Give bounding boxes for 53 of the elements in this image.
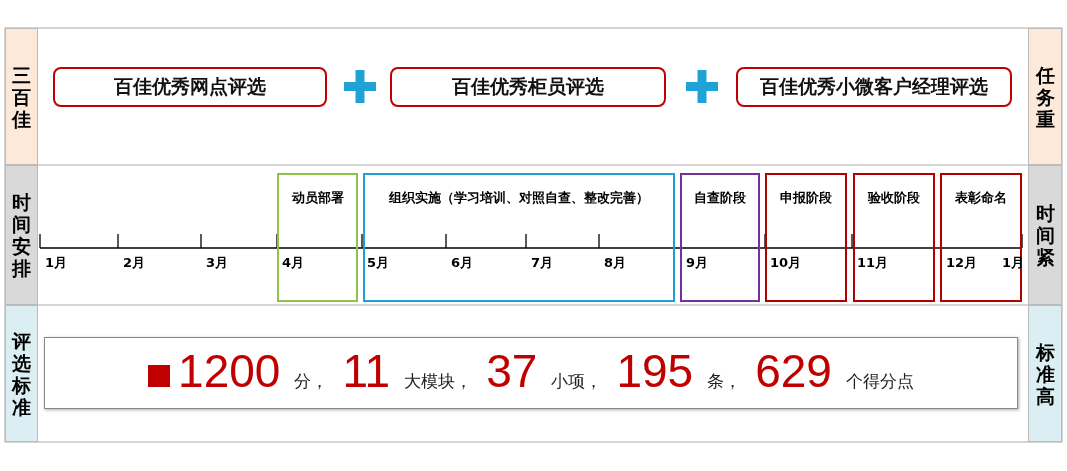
- metric-number: 11: [342, 344, 391, 398]
- row-header: [5, 28, 38, 165]
- row-header: [1028, 305, 1062, 442]
- month-label: 12月: [946, 254, 978, 272]
- header-text: 标准高: [1035, 340, 1055, 407]
- metric-number: 1200: [178, 344, 281, 398]
- metric-number: 629: [755, 344, 832, 398]
- phase-title: 验收阶段: [868, 189, 920, 207]
- metric-unit: 个得分点: [845, 370, 914, 393]
- header-text: 评选标准: [12, 329, 31, 418]
- month-label: 8月: [604, 254, 627, 272]
- award-box: [736, 67, 1012, 107]
- row-header: [1028, 165, 1062, 305]
- row-header: [1028, 28, 1062, 165]
- award-title: 百佳优秀网点评选: [114, 74, 266, 99]
- metric-number: 37: [486, 344, 538, 398]
- phase-box: [680, 173, 760, 302]
- month-label: 7月: [531, 254, 554, 272]
- header-text: 时间紧: [1035, 202, 1055, 268]
- metric-unit: 大模块，: [404, 370, 473, 393]
- phase-box: [853, 173, 935, 302]
- month-label: 6月: [451, 254, 474, 272]
- award-box: [53, 67, 327, 107]
- award-title: 百佳优秀小微客户经理评选: [760, 74, 988, 99]
- header-text: 三百佳: [12, 63, 31, 130]
- phase-title: 自查阶段: [694, 189, 746, 207]
- phase-title: 组织实施（学习培训、对照自查、整改完善）: [389, 189, 649, 207]
- month-label: 10月: [770, 254, 802, 272]
- phase-title: 申报阶段: [780, 189, 832, 207]
- month-label: 11月: [857, 254, 889, 272]
- row-header: [5, 165, 38, 305]
- month-label: 5月: [367, 254, 390, 272]
- metric-unit: 小项，: [551, 370, 603, 393]
- phase-title: 表彰命名: [955, 189, 1007, 207]
- award-box: [390, 67, 666, 107]
- month-label: 9月: [686, 254, 709, 272]
- month-label: 1月: [45, 254, 68, 272]
- row-header: [5, 305, 38, 442]
- month-label: 3月: [206, 254, 229, 272]
- criteria-panel: [44, 337, 1018, 409]
- phase-title: 动员部署: [291, 189, 344, 207]
- phase-box: [363, 173, 675, 302]
- month-label: 2月: [123, 254, 146, 272]
- month-label: 4月: [282, 254, 305, 272]
- header-text: 时间安排: [12, 191, 31, 279]
- metric-unit: 分，: [294, 370, 329, 393]
- award-title: 百佳优秀柜员评选: [452, 74, 604, 99]
- phase-box: [940, 173, 1022, 302]
- phase-box: [765, 173, 847, 302]
- metric-number: 195: [616, 344, 694, 398]
- header-text: 任务重: [1035, 63, 1055, 130]
- phase-box: [277, 173, 358, 302]
- metric-unit: 条，: [707, 370, 742, 393]
